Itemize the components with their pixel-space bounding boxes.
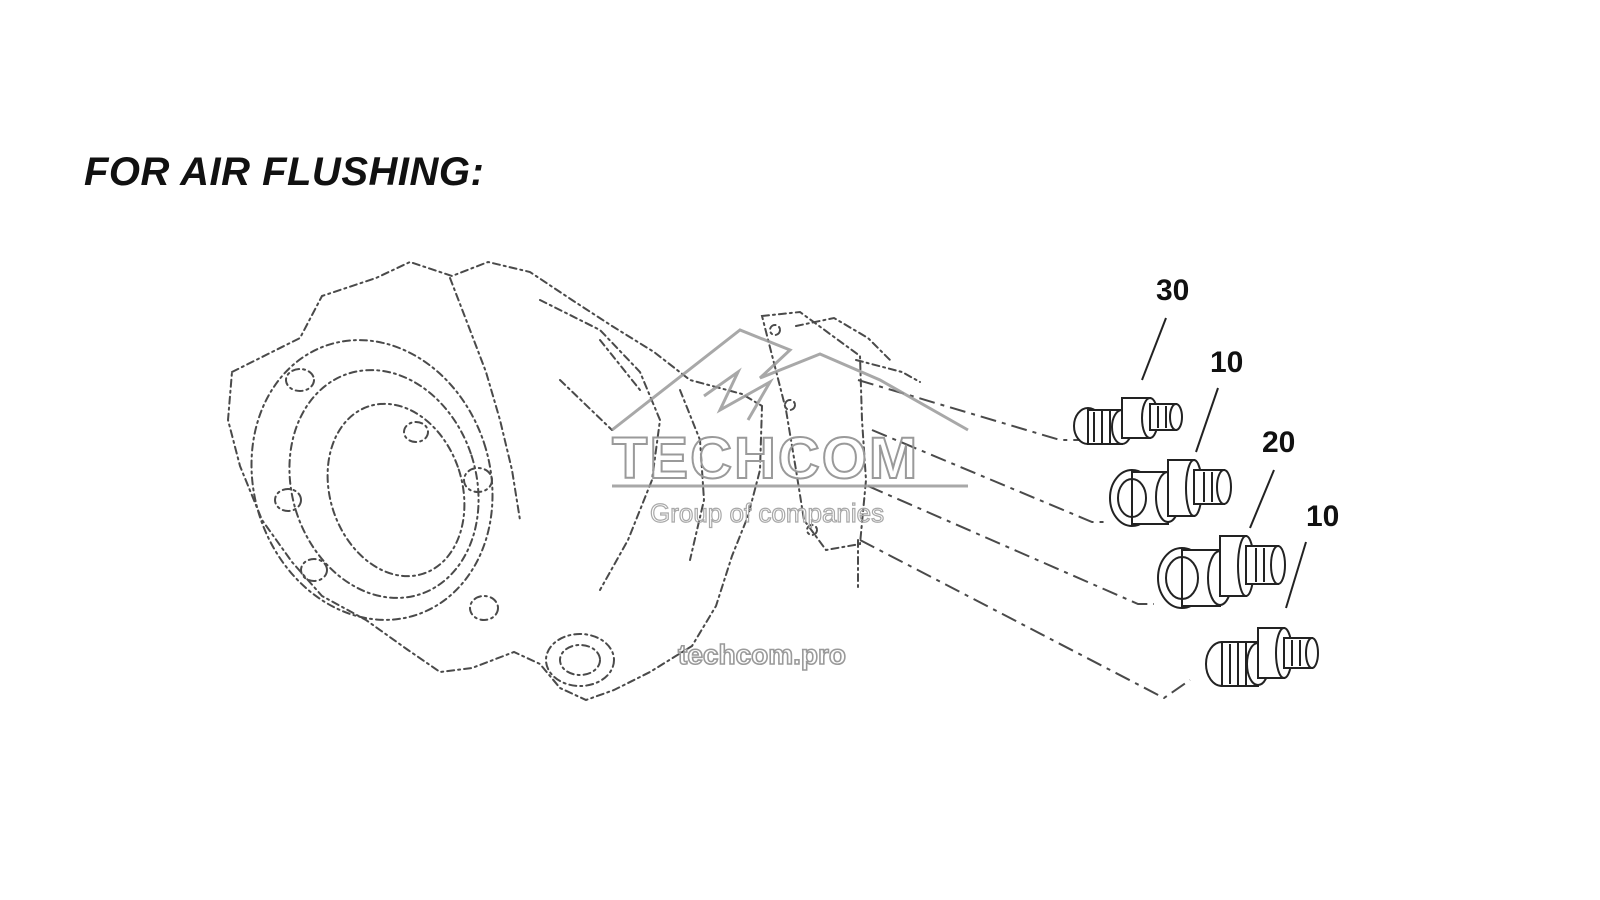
techcom-logo-mark bbox=[611, 328, 969, 488]
gear-housing bbox=[226, 260, 921, 702]
callout-label-10-lower: 10 bbox=[1306, 500, 1339, 533]
watermark-url: techcom.pro bbox=[678, 639, 846, 670]
callout-pointers bbox=[1141, 317, 1307, 609]
callout-label-20: 20 bbox=[1262, 426, 1295, 459]
callout-label-30: 30 bbox=[1156, 274, 1189, 307]
watermark-tagline: Group of companies bbox=[650, 498, 884, 528]
fitting-20 bbox=[1157, 535, 1286, 609]
callout-label-10-upper: 10 bbox=[1210, 346, 1243, 379]
fitting-30 bbox=[1073, 397, 1183, 445]
fitting-10-lower bbox=[1205, 627, 1319, 687]
leader-lines bbox=[857, 379, 1191, 700]
fitting-10-upper bbox=[1109, 459, 1232, 527]
diagram-heading: FOR AIR FLUSHING: bbox=[84, 150, 485, 194]
techcom-watermark: TECHCOM Group of companies techcom.pro bbox=[611, 328, 969, 671]
watermark-brand: TECHCOM bbox=[612, 426, 919, 491]
